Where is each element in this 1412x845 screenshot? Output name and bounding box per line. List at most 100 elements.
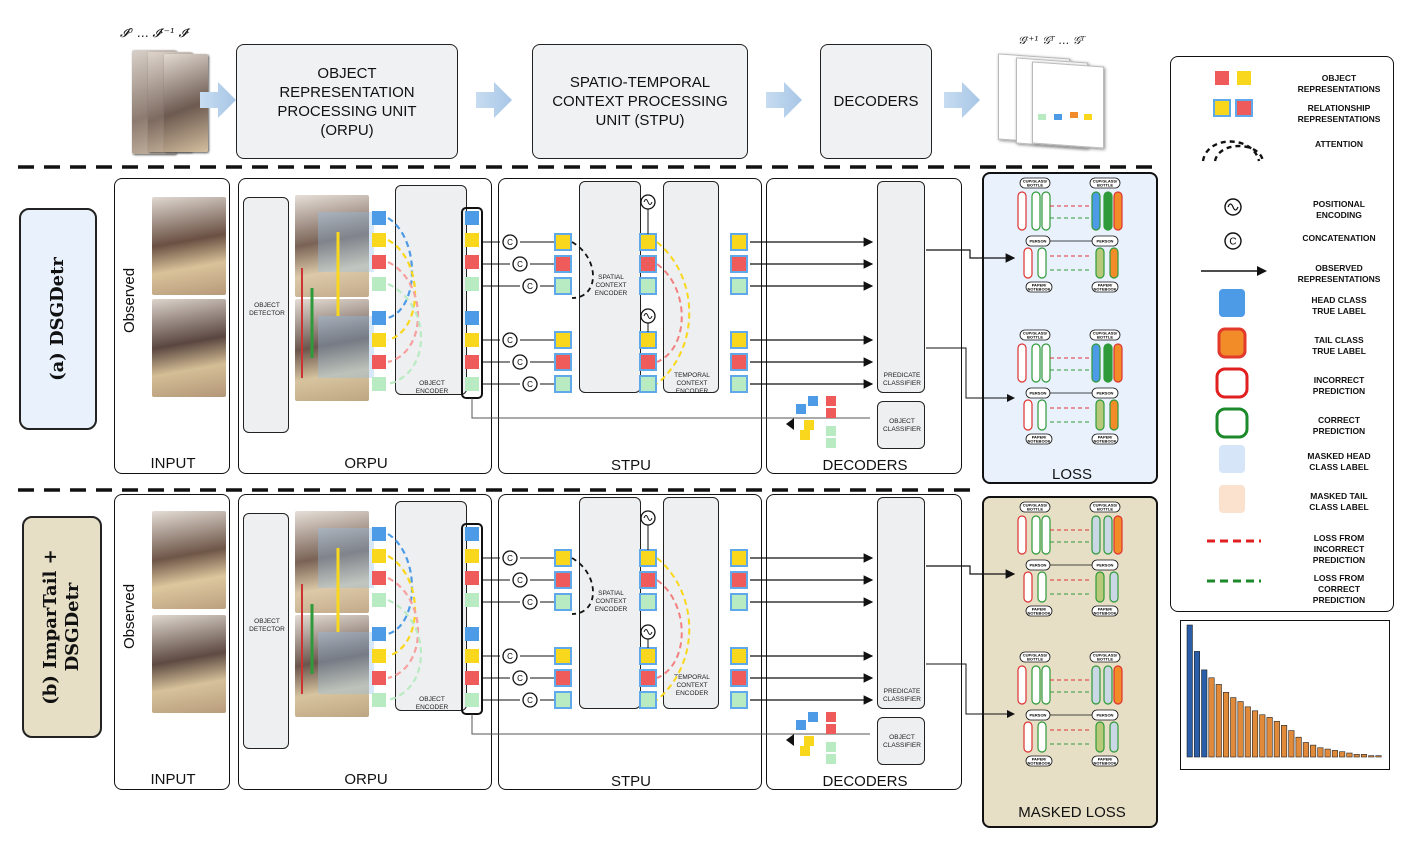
legend-symbol-masked_head (1219, 445, 1245, 473)
row-b-temporal-encoder: TEMPORAL CONTEXT ENCODER (663, 497, 719, 709)
distribution-chart (1180, 620, 1390, 770)
row-a-orpu-title: ORPU (344, 455, 388, 472)
row-b-tag: (b) ImparTail + DSGDetr (22, 516, 102, 738)
row-b-stpu-panel: SPATIAL CONTEXT ENCODER TEMPORAL CONTEXT… (498, 494, 762, 790)
chart-bar-26 (1375, 755, 1382, 758)
row-b-orpu-title: ORPU (344, 771, 388, 788)
legend-text-observed: OBSERVED REPRESENTATIONS (1297, 263, 1381, 284)
row-a-input-panel: Observed INPUT (114, 178, 230, 474)
chart-bar-5 (1222, 692, 1230, 758)
row-b-detected-frame-2 (295, 615, 369, 717)
legend-text-concat: CONCATENATION (1302, 233, 1376, 243)
chart-bar-2 (1201, 669, 1208, 758)
legend-text-head_true: HEAD CLASS TRUE LABEL (1311, 295, 1367, 316)
row-a-spatial-encoder: SPATIAL CONTEXT ENCODER (579, 181, 641, 393)
row-a-tag-label: (a) DSGDetr (47, 257, 68, 381)
distribution-chart-svg (1186, 624, 1382, 758)
row-a-detected-frame-2 (295, 299, 369, 401)
chart-bar-14 (1288, 730, 1295, 758)
legend-row-masked_head: MASKED HEAD CLASS LABEL (1171, 445, 1393, 479)
row-b-input-frame-1 (152, 511, 226, 609)
legend-text-positional: POSITIONAL ENCODING (1313, 199, 1365, 220)
row-b-tag-label: (b) ImparTail + DSGDetr (40, 549, 83, 705)
row-a-object-encoder: OBJECT ENCODER (395, 185, 467, 395)
row-a-stpu-title: STPU (610, 457, 651, 474)
chart-bar-10 (1259, 714, 1266, 758)
chart-bar-13 (1281, 725, 1288, 758)
row-b-input-frame-2 (152, 615, 226, 713)
legend-symbol-correct (1215, 407, 1249, 439)
legend-symbol-concat: C (1224, 232, 1242, 250)
output-graph-labels: 𝒢ᵗ⁺¹ 𝒢ᵀ … 𝒢ᵀ (1018, 34, 1086, 47)
chart-bar-21 (1339, 751, 1346, 758)
legend-text-loss_correct: LOSS FROM CORRECT PREDICTION (1312, 573, 1366, 605)
row-a-stpu-panel: SPATIAL CONTEXT ENCODER TEMPORAL CONTEXT… (498, 178, 762, 474)
row-a-loss-title: LOSS (1051, 466, 1093, 483)
row-a-observed-label: Observed (121, 267, 138, 333)
output-graph-stack (998, 52, 1104, 149)
legend-row-attention: ATTENTION (1171, 137, 1393, 167)
row-b-observed-label: Observed (121, 583, 138, 649)
legend-row-loss_correct: LOSS FROM CORRECT PREDICTION (1171, 571, 1393, 605)
legend-text-object: OBJECT REPRESENTATIONS (1297, 73, 1381, 94)
legend-text-attention: ATTENTION (1314, 139, 1363, 149)
legend-symbol-head_true (1219, 289, 1245, 317)
row-a-object-detector-label: OBJECT DETECTOR (249, 302, 285, 317)
row-a-predicate-classifier-label: PREDICATE CLASSIFIER (883, 372, 921, 387)
legend-text-incorrect: INCORRECT PREDICTION (1312, 375, 1366, 396)
row-b-loss-panel: MASKED LOSS (982, 496, 1158, 828)
row-b-object-encoder: OBJECT ENCODER (395, 501, 467, 711)
row-a-object-detector: OBJECT DETECTOR (243, 197, 289, 433)
chart-bar-7 (1237, 701, 1244, 758)
legend-row-incorrect: INCORRECT PREDICTION (1171, 367, 1393, 403)
row-a-temporal-encoder-label: TEMPORAL CONTEXT ENCODER (674, 372, 710, 395)
chart-bar-25 (1368, 755, 1375, 758)
legend-text-loss_incorrect: LOSS FROM INCORRECT PREDICTION (1312, 533, 1366, 565)
row-a-predicate-classifier: PREDICATE CLASSIFIER (877, 181, 925, 393)
input-frame-labels: 𝓘⁰ … 𝓘ᵗ⁻¹ 𝓘ᵗ (120, 26, 190, 40)
row-b-stpu-title: STPU (610, 773, 651, 790)
row-a-input-title: INPUT (150, 455, 196, 472)
overview-arrows (200, 82, 980, 118)
row-b-temporal-encoder-label: TEMPORAL CONTEXT ENCODER (674, 674, 710, 697)
row-a-spatial-encoder-label: SPATIAL CONTEXT ENCODER (594, 274, 628, 297)
row-a-object-classifier-label: OBJECT CLASSIFIER (883, 418, 921, 433)
row-a-tag: (a) DSGDetr (19, 208, 97, 430)
input-frame-stack (132, 50, 210, 158)
chart-bar-18 (1317, 747, 1324, 758)
legend-symbol-observed (1201, 266, 1267, 276)
svg-text:C: C (1229, 237, 1236, 248)
chart-bar-1 (1193, 651, 1201, 758)
legend-symbol-incorrect (1215, 367, 1249, 399)
legend-row-masked_tail: MASKED TAIL CLASS LABEL (1171, 485, 1393, 519)
row-a-input-frame-2 (152, 299, 226, 397)
row-a-decoders-panel: PREDICATE CLASSIFIER OBJECT CLASSIFIER D… (766, 178, 962, 474)
legend-row-head_true: HEAD CLASS TRUE LABEL (1171, 289, 1393, 323)
row-a-object-classifier: OBJECT CLASSIFIER (877, 401, 925, 449)
row-b-decoders-title: DECODERS (822, 773, 908, 790)
chart-bar-23 (1353, 754, 1360, 758)
row-b-detected-frame-1 (295, 511, 369, 613)
row-b-object-classifier: OBJECT CLASSIFIER (877, 717, 925, 765)
row-b-object-classifier-label: OBJECT CLASSIFIER (883, 734, 921, 749)
orpu-overview-box: OBJECT REPRESENTATION PROCESSING UNIT (O… (236, 44, 458, 159)
row-a-detected-frame-1 (295, 195, 369, 297)
legend-row-tail_true: TAIL CLASS TRUE LABEL (1171, 327, 1393, 363)
chart-bar-15 (1295, 736, 1302, 758)
row-b-object-detector: OBJECT DETECTOR (243, 513, 289, 749)
row-a-orpu-panel: OBJECT DETECTOR OBJECT ENCODER ORPU (238, 178, 492, 474)
legend-text-relationship: RELATIONSHIP REPRESENTATIONS (1297, 103, 1381, 124)
chart-bar-3 (1208, 677, 1215, 758)
legend-panel: OBJECT REPRESENTATIONS RELATIONSHIP REPRE… (1170, 56, 1394, 612)
legend-row-loss_incorrect: LOSS FROM INCORRECT PREDICTION (1171, 531, 1393, 565)
chart-bar-11 (1266, 717, 1273, 758)
row-b-object-encoder-label: OBJECT ENCODER (415, 696, 449, 711)
chart-bar-6 (1230, 697, 1237, 758)
chart-bar-20 (1331, 750, 1338, 758)
row-a-input-frame-1 (152, 197, 226, 295)
chart-bar-22 (1346, 752, 1353, 758)
row-b-predicate-classifier: PREDICATE CLASSIFIER (877, 497, 925, 709)
legend-text-tail_true: TAIL CLASS TRUE LABEL (1312, 335, 1366, 356)
chart-bar-24 (1360, 754, 1367, 758)
row-b-input-panel: Observed INPUT (114, 494, 230, 790)
